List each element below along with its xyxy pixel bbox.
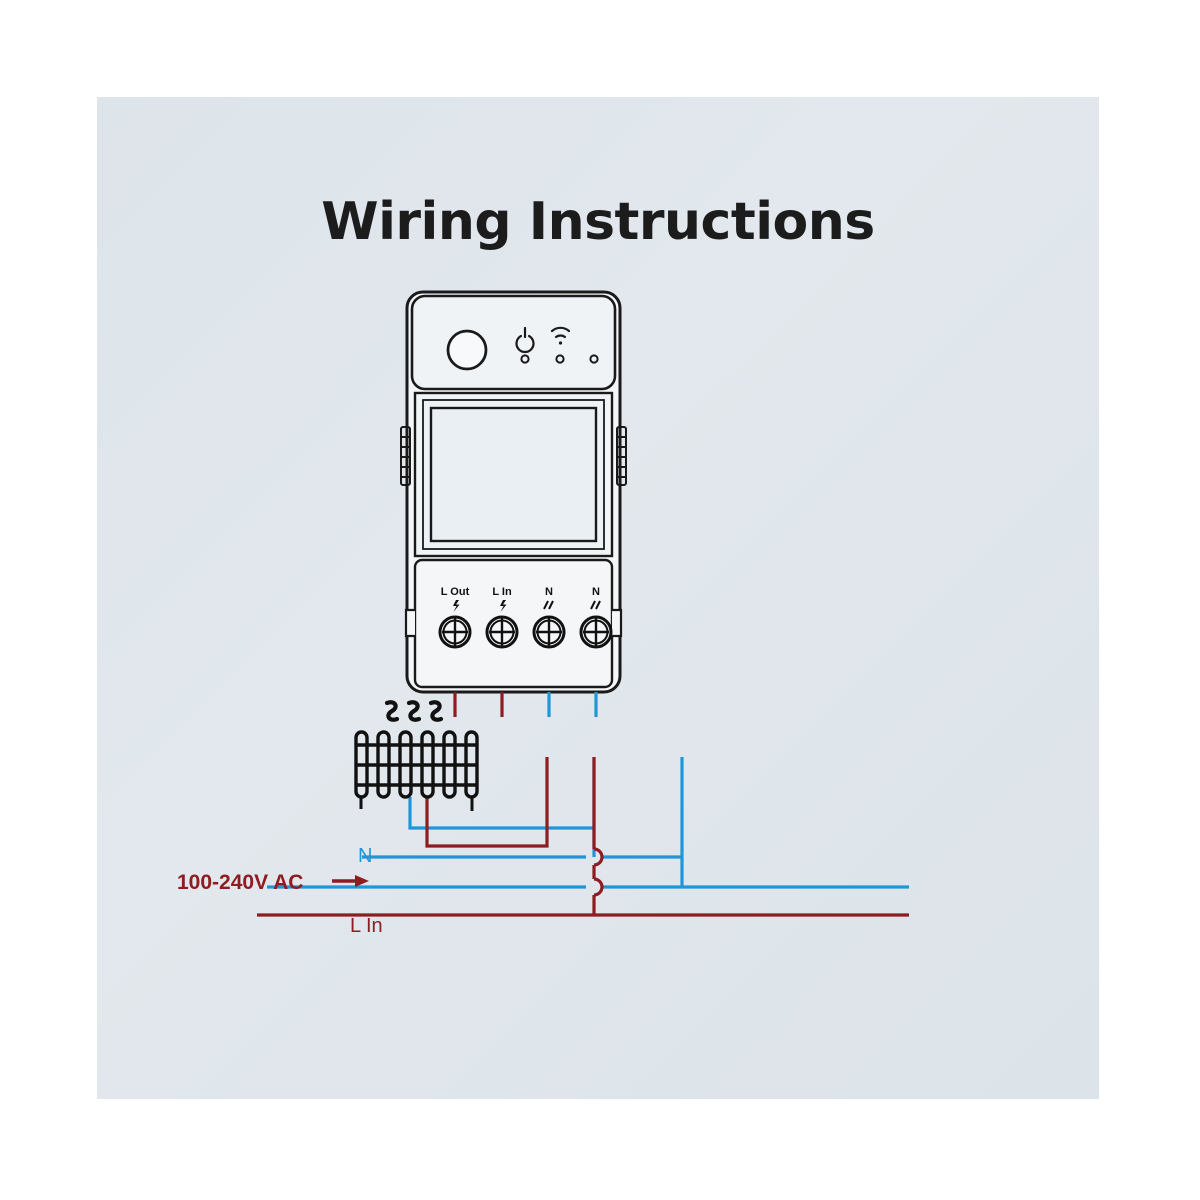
neutral-line-label: N [358, 845, 373, 867]
wire-radiator-live [425, 757, 549, 848]
wire-crossing-hop-2 [593, 877, 604, 897]
terminal-l-out[interactable]: L Out [438, 586, 472, 649]
terminal-n-2[interactable]: N [579, 586, 613, 649]
terminal-label-n-2: N [592, 586, 600, 598]
terminal-label-l-out: L Out [441, 586, 470, 598]
device-side-ridges-left [400, 426, 411, 486]
supply-arrow-icon [332, 875, 369, 887]
terminal-clip-left [404, 608, 415, 638]
wave-icon-2 [590, 600, 601, 610]
device-module[interactable]: L Out L In [400, 290, 627, 694]
terminal-block: L Out L In [404, 558, 623, 689]
supply-voltage-label: 100-240V AC [177, 871, 303, 895]
display-screen [413, 391, 614, 558]
power-push-button[interactable] [446, 329, 488, 371]
supply-voltage-text: 100-240V AC [177, 871, 304, 894]
terminal-label-l-in: L In [492, 586, 512, 598]
wave-icon-1 [543, 600, 554, 610]
page-title: Wiring Instructions [321, 192, 875, 252]
terminal-label-n-1: N [545, 586, 553, 598]
wifi-icon [550, 326, 571, 345]
lightning-icon-2 [500, 600, 507, 612]
led-indicator-3 [589, 354, 599, 364]
radiator-heater [354, 700, 479, 811]
heat-wave-icon [384, 700, 444, 722]
led-indicator-1 [520, 354, 530, 364]
terminal-clip-right [612, 608, 623, 638]
led-indicator-2 [555, 354, 565, 364]
wire-radiator-neutral [408, 797, 594, 830]
wiring-diagram: L Out L In [257, 290, 909, 917]
radiator-legs [359, 797, 474, 811]
diagram-panel: Wiring Instructions [97, 97, 1099, 1099]
wire-crossing-hop-1 [593, 847, 604, 867]
power-icon [515, 326, 535, 354]
wire-group [257, 757, 909, 917]
terminal-wire-stubs [453, 692, 598, 717]
radiator-bars [355, 743, 478, 787]
live-line-label: L In [350, 915, 383, 937]
terminal-n-1[interactable]: N [532, 586, 566, 649]
device-side-ridges-right [616, 426, 627, 486]
terminal-l-in[interactable]: L In [485, 586, 519, 649]
device-top-panel [410, 294, 617, 391]
lightning-icon-1 [453, 600, 460, 612]
